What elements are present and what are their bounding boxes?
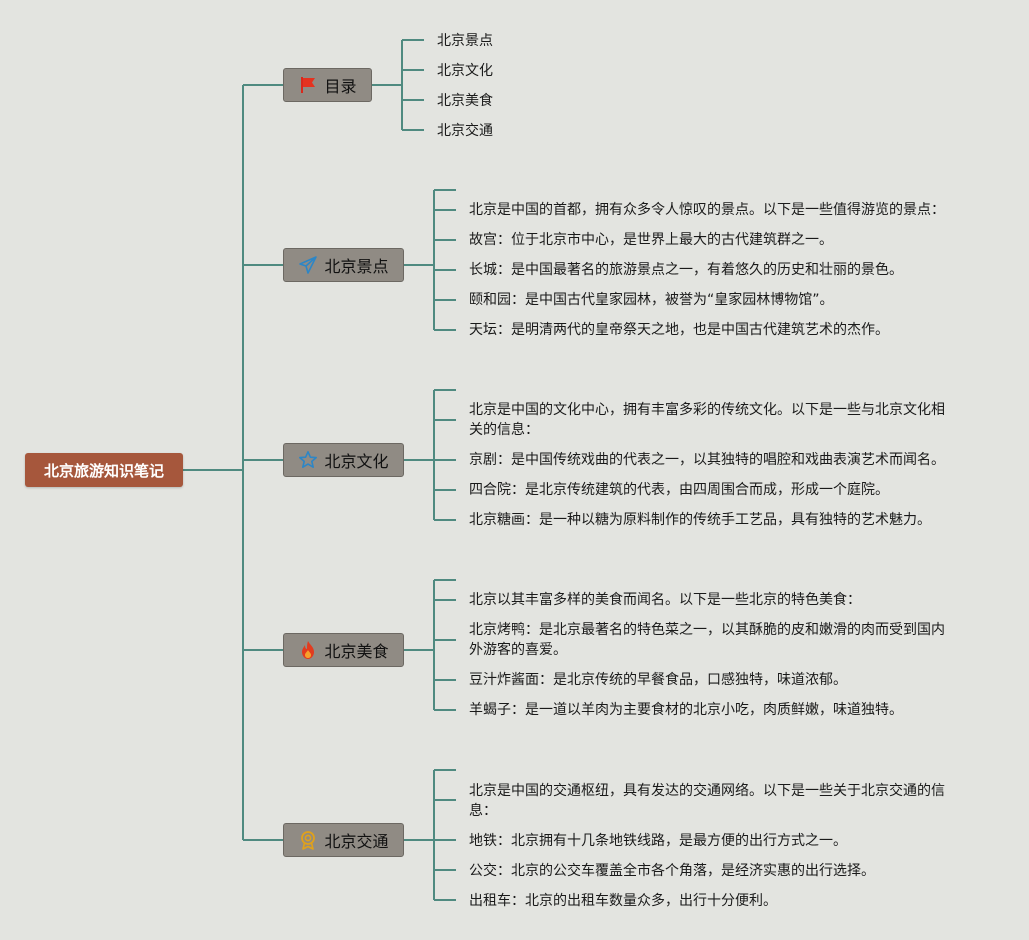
food-item[interactable]: 北京烤鸭：是北京最著名的特色菜之一，以其酥脆的皮和嫩滑的肉而受到国内外游客的喜爱…: [469, 622, 945, 658]
culture-item[interactable]: 京剧：是中国传统戏曲的代表之一，以其独特的唱腔和戏曲表演艺术而闻名。: [469, 452, 945, 468]
contents-item[interactable]: 北京文化: [437, 63, 493, 79]
transport-item[interactable]: 出租车：北京的出租车数量众多，出行十分便利。: [469, 893, 777, 909]
paper-plane-icon: [299, 256, 318, 274]
topic-transport[interactable]: 北京交通: [283, 823, 404, 857]
topic-label: 北京交通: [324, 832, 389, 851]
topic-label: 北京美食: [324, 642, 389, 661]
food-item[interactable]: 豆汁炸酱面：是北京传统的早餐食品，口感独特，味道浓郁。: [469, 672, 847, 688]
attraction-item[interactable]: 故宫：位于北京市中心，是世界上最大的古代建筑群之一。: [469, 232, 833, 248]
transport-item[interactable]: 公交：北京的公交车覆盖全市各个角落，是经济实惠的出行选择。: [469, 863, 875, 879]
root-title: 北京旅游知识笔记: [43, 461, 164, 480]
attraction-item[interactable]: 北京是中国的首都，拥有众多令人惊叹的景点。以下是一些值得游览的景点：: [469, 202, 945, 218]
red-flag-icon: [301, 77, 316, 93]
attraction-item[interactable]: 天坛：是明清两代的皇帝祭天之地，也是中国古代建筑艺术的杰作。: [469, 322, 889, 338]
topic-attractions[interactable]: 北京景点: [283, 248, 404, 282]
topic-culture[interactable]: 北京文化: [283, 443, 404, 477]
root-node[interactable]: 北京旅游知识笔记: [25, 453, 183, 487]
topic-food[interactable]: 北京美食: [283, 633, 404, 667]
culture-item[interactable]: 四合院：是北京传统建筑的代表，由四周围合而成，形成一个庭院。: [469, 482, 889, 498]
transport-item[interactable]: 北京是中国的交通枢纽，具有发达的交通网络。以下是一些关于北京交通的信息：: [469, 783, 945, 819]
culture-item[interactable]: 北京是中国的文化中心，拥有丰富多彩的传统文化。以下是一些与北京文化相关的信息：: [469, 402, 945, 438]
fire-icon: [302, 641, 315, 659]
topic-label: 目录: [324, 77, 357, 96]
transport-item[interactable]: 地铁：北京拥有十几条地铁线路，是最方便的出行方式之一。: [469, 833, 847, 849]
contents-item[interactable]: 北京美食: [437, 93, 493, 109]
contents-item[interactable]: 北京交通: [437, 123, 493, 139]
contents-item[interactable]: 北京景点: [437, 33, 493, 49]
culture-item[interactable]: 北京糖画：是一种以糖为原料制作的传统手工艺品，具有独特的艺术魅力。: [469, 512, 931, 528]
topic-label: 北京景点: [324, 257, 389, 276]
star-icon: [299, 451, 318, 468]
topic-contents[interactable]: 目录: [283, 68, 372, 102]
attraction-item[interactable]: 长城：是中国最著名的旅游景点之一，有着悠久的历史和壮丽的景色。: [469, 262, 903, 278]
attraction-item[interactable]: 颐和园：是中国古代皇家园林，被誉为“皇家园林博物馆”。: [469, 292, 834, 308]
award-medal-icon: [301, 831, 316, 850]
food-item[interactable]: 羊蝎子：是一道以羊肉为主要食材的北京小吃，肉质鲜嫩，味道独特。: [469, 702, 903, 718]
topic-label: 北京文化: [324, 452, 389, 471]
food-item[interactable]: 北京以其丰富多样的美食而闻名。以下是一些北京的特色美食：: [469, 592, 861, 608]
